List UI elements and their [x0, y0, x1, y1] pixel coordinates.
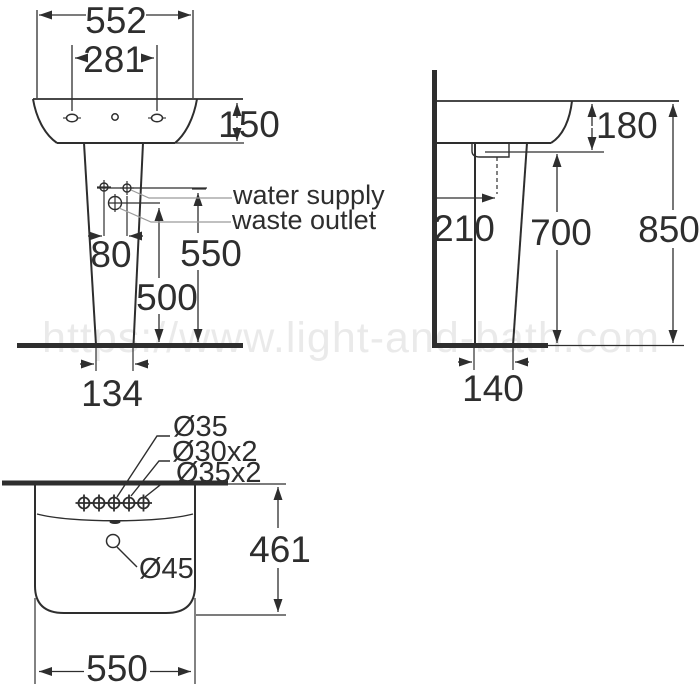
dim-text-140: 140: [462, 368, 524, 409]
dim-text-134: 134: [81, 373, 143, 414]
dim-text-180: 180: [596, 105, 658, 146]
dim-base-depth-140: 140: [458, 348, 529, 409]
side-view: 180 210 700 850 140: [432, 70, 700, 409]
dim-base-width-134: 134: [80, 348, 149, 414]
tap-hole-right: [150, 113, 164, 123]
trap-outline: [471, 143, 510, 158]
pedestal-side-outline: [474, 142, 528, 346]
dim-text-550-front: 550: [180, 233, 242, 274]
basin-side-outline: [437, 100, 679, 158]
dim-supply-spacing-80: 80: [88, 194, 143, 275]
basin-front-outline: [32, 98, 244, 144]
pedestal-front-outline: [83, 142, 144, 346]
overflow-hole: [105, 533, 121, 549]
dim-text-461: 461: [249, 529, 311, 570]
dim-text-850: 850: [638, 209, 700, 250]
dim-text-552: 552: [85, 0, 147, 41]
dim-overall-height-850: 850: [638, 104, 700, 343]
tap-holes-plan: [75, 494, 152, 512]
dim-text-281: 281: [83, 39, 145, 80]
tap-hole-centre: [111, 113, 119, 121]
tap-hole-left: [65, 113, 79, 123]
dim-text-150: 150: [218, 104, 280, 145]
dim-width-550-plan: 550: [34, 598, 196, 686]
dim-rim-height-150: 150: [218, 103, 280, 145]
dim-text-500: 500: [136, 277, 198, 318]
waste-outlet-leader: [118, 207, 231, 223]
annotation-leaders: [118, 189, 232, 223]
centre-mark: [109, 520, 121, 524]
label-o30x2: Ø30x2: [172, 436, 257, 468]
label-o35: Ø35: [173, 411, 228, 443]
dim-basin-height-180: 180: [587, 104, 658, 150]
dim-waste-offset-210: 210: [433, 193, 495, 249]
leader-o35: [116, 435, 170, 498]
dim-depth-461: 461: [196, 483, 311, 616]
water-supply-label: water supply: [232, 180, 385, 210]
inner-rim-line: [36, 513, 194, 522]
dim-text-700: 700: [530, 212, 592, 253]
label-o45: Ø45: [139, 553, 194, 585]
hole-leaders: [116, 435, 175, 568]
dim-overall-width-552: 552: [36, 0, 194, 98]
dim-tap-centres-281: 281: [71, 39, 158, 111]
dim-supply-height-550: 550: [180, 188, 242, 342]
leader-o30x2: [130, 460, 170, 497]
waste-outlet-label: waste outlet: [231, 205, 377, 235]
leader-o45: [116, 546, 138, 568]
water-supply-leader: [130, 189, 232, 199]
dim-text-210: 210: [433, 208, 495, 249]
basin-plan-outline: [34, 485, 196, 614]
plan-view: Ø35 Ø30x2 Ø35x2 Ø45 461 550: [2, 411, 311, 686]
dim-text-80: 80: [90, 234, 131, 275]
leader-o35x2: [144, 481, 175, 498]
dim-pedestal-height-700: 700: [530, 154, 592, 343]
dim-waste-height-500: 500: [136, 208, 198, 342]
front-view: 552 281 150: [17, 0, 385, 414]
dim-text-550-plan: 550: [86, 648, 148, 686]
supply-and-waste-symbols: [97, 180, 207, 212]
